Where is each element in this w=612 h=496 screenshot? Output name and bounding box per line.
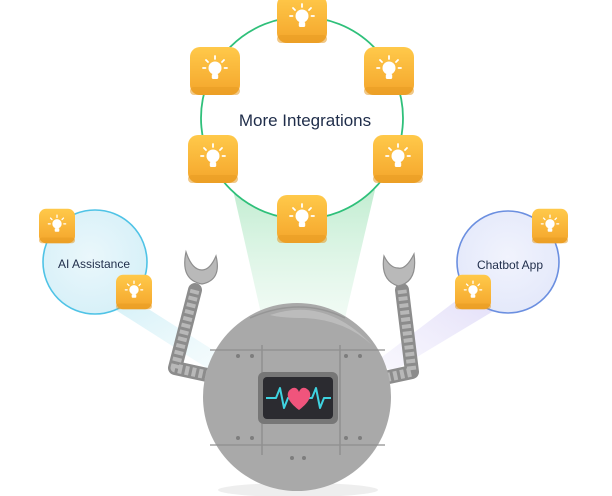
lightbulb-icon [38, 208, 76, 244]
center-beam [233, 190, 375, 318]
lightbulb-icon [454, 274, 492, 310]
heart-icon [287, 387, 311, 410]
lightbulb-icon [187, 134, 239, 184]
robot-screen [258, 372, 338, 424]
lightbulb-icon [363, 46, 415, 96]
lightbulb-icon [189, 46, 241, 96]
lightbulb-icon [531, 208, 569, 244]
right-claw [382, 252, 416, 287]
center-circle-label: More Integrations [239, 111, 371, 130]
left-circle-label: AI Assistance [58, 257, 130, 271]
lightbulb-icon [115, 274, 153, 310]
lightbulb-icon [372, 134, 424, 184]
lightbulb-icon [276, 0, 328, 44]
lightbulb-icon [276, 194, 328, 244]
left-claw [184, 249, 218, 285]
robot-highlight [270, 309, 372, 345]
left-beam [100, 300, 232, 370]
right-circle-label: Chatbot App [477, 258, 543, 272]
robot [168, 249, 419, 496]
